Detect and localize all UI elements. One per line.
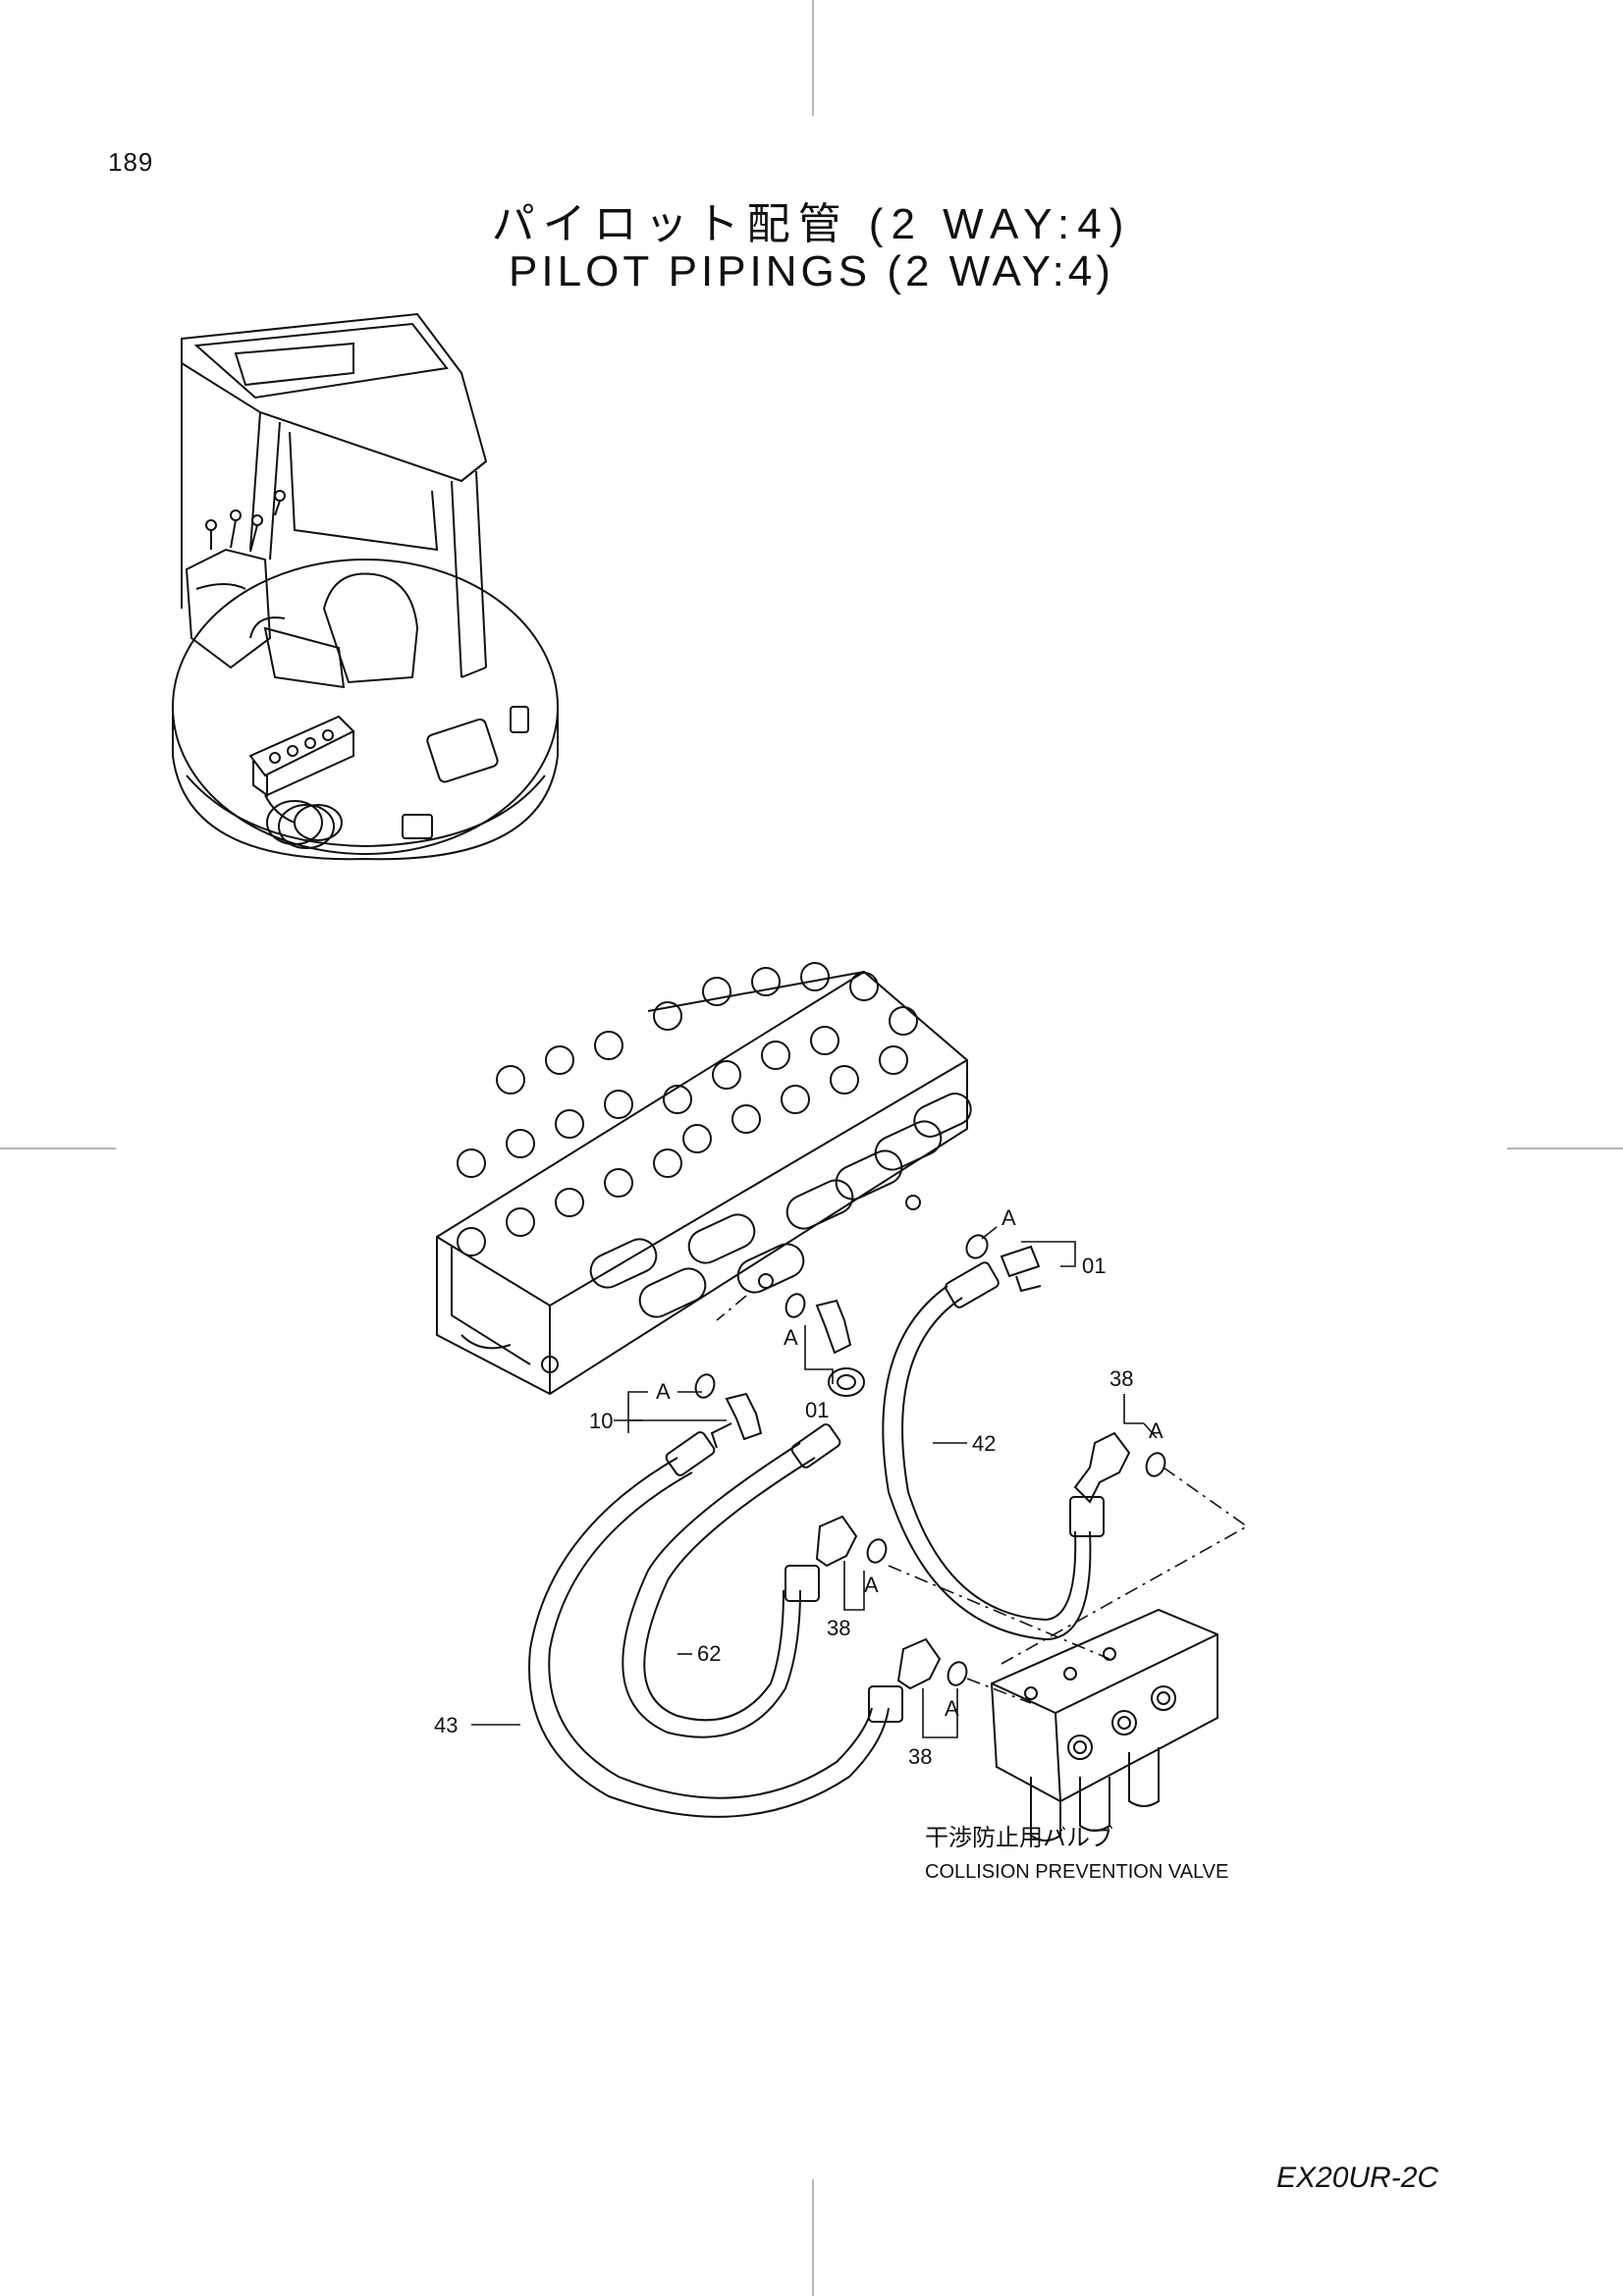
model-number: EX20UR-2C [1276, 2162, 1439, 2194]
connection-dash-lines [716, 1295, 1249, 1704]
a-label-3: A [656, 1379, 671, 1404]
callout-01-right: 01 [1082, 1254, 1106, 1278]
valve-label-japanese: 干渉防止用バルブ [925, 1825, 1113, 1851]
a-labels: A A A A A A [656, 1205, 1163, 1721]
callout-01-mid: 01 [805, 1398, 829, 1422]
title-english: PILOT PIPINGS (2 WAY:4) [509, 247, 1114, 295]
o-rings [694, 1234, 1166, 1686]
control-valve-block [436, 962, 972, 1396]
elbow-fittings [710, 1245, 1131, 1690]
page-number: 189 [108, 147, 154, 177]
hoses [528, 1261, 1105, 1818]
valve-spool-ends [589, 1093, 972, 1318]
callout-numbers: 01 01 10 42 38 38 38 62 43 [434, 1254, 1133, 1769]
leader-lines [471, 1226, 1158, 1738]
callout-38-top: 38 [1109, 1366, 1133, 1391]
title-japanese: パイロット配管 (2 WAY:4) [491, 200, 1132, 248]
excavator-overview-illustration [172, 312, 559, 861]
callout-42: 42 [972, 1431, 996, 1456]
callout-38-mid: 38 [827, 1616, 850, 1640]
callout-38-low: 38 [908, 1744, 932, 1769]
a-label-5: A [864, 1573, 879, 1597]
collision-prevention-valve [990, 1608, 1218, 1842]
a-label-2: A [784, 1325, 798, 1350]
valve-top-bosses [457, 962, 918, 1256]
callout-10: 10 [589, 1409, 613, 1433]
a-label-4: A [1149, 1418, 1163, 1443]
a-label-6: A [945, 1696, 959, 1721]
callout-62: 62 [697, 1641, 721, 1666]
valve-label-english: COLLISION PREVENTION VALVE [925, 1861, 1228, 1883]
callout-43: 43 [434, 1713, 458, 1737]
a-label-1: A [1001, 1205, 1016, 1230]
